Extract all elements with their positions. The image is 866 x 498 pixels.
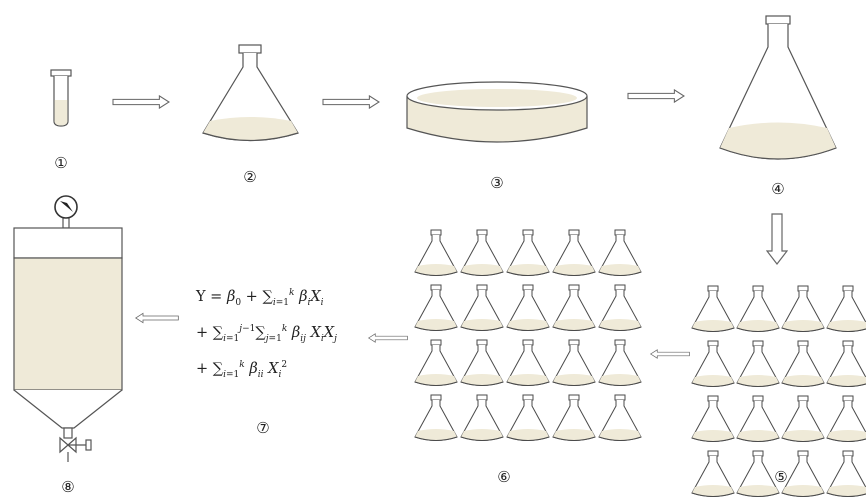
arrow-right-icon — [322, 95, 380, 109]
regression-equation-line-1: Y = β0 + ∑i=1k βiXi — [196, 288, 324, 308]
small-flask-icon — [598, 339, 642, 386]
arrow-left-icon — [650, 349, 690, 359]
small-flask-icon — [826, 395, 866, 442]
small-flask-icon — [781, 340, 825, 387]
small-flask-icon — [736, 450, 780, 497]
step-label-5: ⑤ — [774, 468, 788, 486]
small-flask-icon — [460, 229, 504, 276]
small-flask-icon — [598, 284, 642, 331]
small-flask-icon — [691, 450, 735, 497]
flask-grid-step5 — [691, 285, 866, 497]
small-flask-icon — [506, 339, 550, 386]
small-flask-icon — [598, 394, 642, 441]
small-flask-icon — [781, 450, 825, 497]
fermenter-tank-icon — [13, 195, 123, 462]
regression-equation-line-3: + ∑i=1k βii Xi2 — [196, 360, 288, 380]
small-flask-icon — [826, 340, 866, 387]
arrow-left-icon — [368, 333, 408, 343]
small-flask-icon — [552, 339, 596, 386]
step-label-4: ④ — [771, 180, 785, 198]
small-flask-icon — [506, 229, 550, 276]
step-label-3: ③ — [490, 174, 504, 192]
small-flask-icon — [781, 395, 825, 442]
small-flask-icon — [506, 394, 550, 441]
step-label-1: ① — [54, 154, 68, 172]
small-flask-icon — [826, 450, 866, 497]
small-flask-icon — [691, 285, 735, 332]
small-flask-icon — [414, 284, 458, 331]
small-flask-icon — [691, 340, 735, 387]
small-flask-icon — [460, 394, 504, 441]
pressure-gauge-icon — [54, 195, 78, 229]
small-flask-icon — [736, 285, 780, 332]
small-flask-icon — [552, 229, 596, 276]
small-flask-icon — [460, 339, 504, 386]
small-flask-icon — [506, 284, 550, 331]
small-flask-icon — [552, 284, 596, 331]
small-flask-icon — [598, 229, 642, 276]
small-flask-icon — [691, 395, 735, 442]
arrow-down-icon — [766, 213, 788, 265]
small-flask-icon — [826, 285, 866, 332]
small-flask-icon — [736, 395, 780, 442]
step-label-8: ⑧ — [61, 478, 75, 496]
arrow-right-icon — [627, 89, 685, 103]
step-label-2: ② — [243, 168, 257, 186]
arrow-left-icon — [135, 312, 179, 324]
small-flask-icon — [460, 284, 504, 331]
step-label-7: ⑦ — [256, 419, 270, 437]
valve-icon — [59, 427, 92, 462]
petri-dish-icon — [406, 81, 588, 143]
arrow-right-icon — [112, 95, 170, 109]
erlenmeyer-flask-icon — [202, 44, 299, 142]
regression-equation-line-2: + ∑i=1j−1∑j=1k βij XiXj — [196, 324, 337, 344]
small-flask-icon — [414, 339, 458, 386]
small-flask-icon — [414, 394, 458, 441]
small-flask-icon — [736, 340, 780, 387]
step-label-6: ⑥ — [497, 468, 511, 486]
small-flask-icon — [414, 229, 458, 276]
small-flask-icon — [552, 394, 596, 441]
erlenmeyer-flask-icon — [719, 15, 837, 160]
flask-grid-step6 — [414, 229, 642, 441]
small-flask-icon — [781, 285, 825, 332]
test-tube-icon — [50, 69, 72, 127]
